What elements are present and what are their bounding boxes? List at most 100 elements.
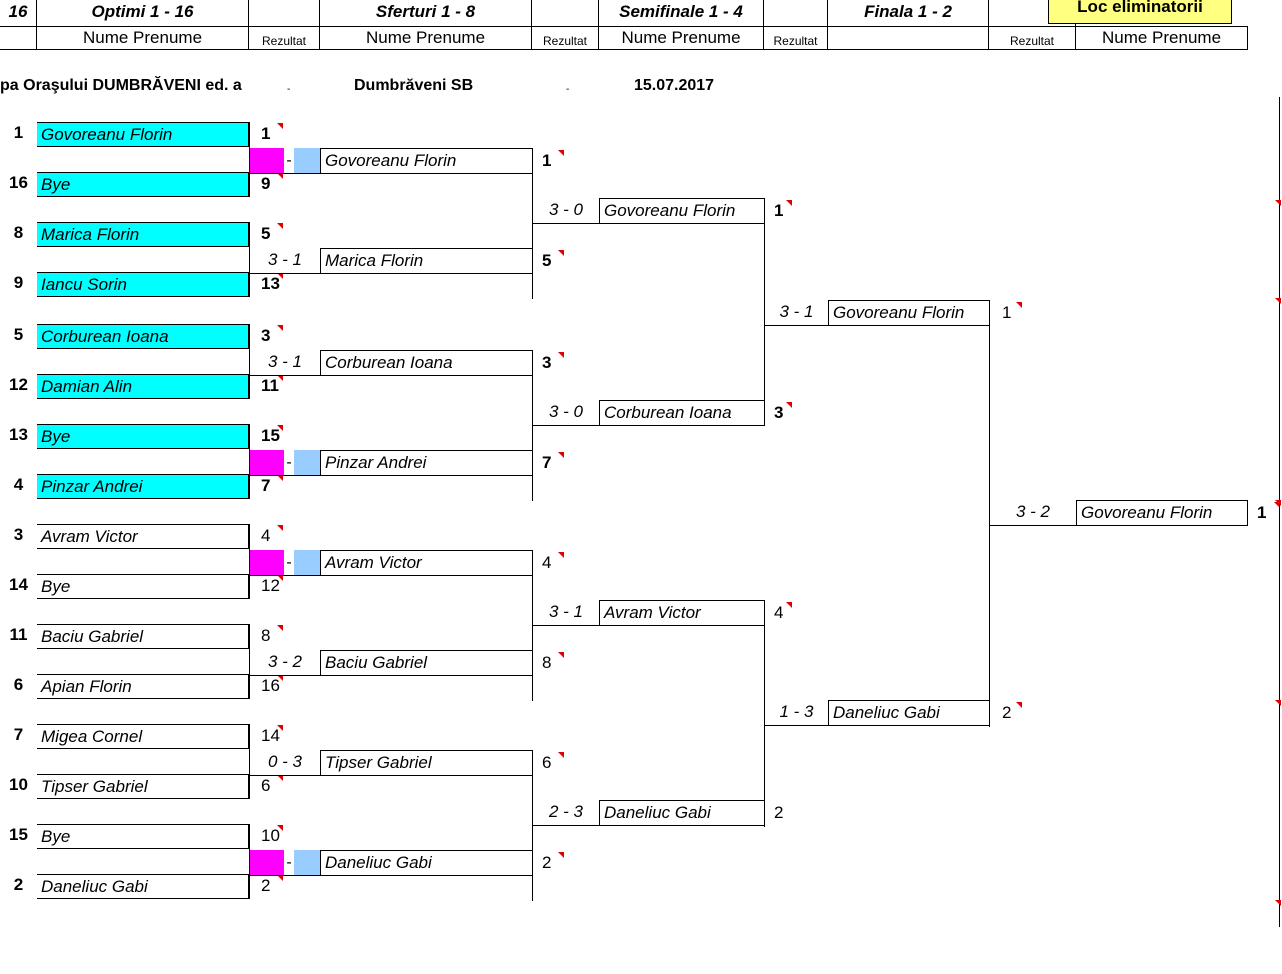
bracket-line xyxy=(989,325,990,727)
comment-marker-icon[interactable] xyxy=(277,525,283,531)
comment-marker-icon[interactable] xyxy=(277,223,283,229)
match-score[interactable]: 3 - 1 xyxy=(548,602,584,621)
comment-marker-icon[interactable] xyxy=(558,552,564,558)
player-name-cell[interactable]: Daneliuc Gabi xyxy=(37,874,249,899)
winner-name[interactable]: Govoreanu Florin xyxy=(325,151,457,170)
bracket-line xyxy=(533,825,599,826)
comment-marker-icon[interactable] xyxy=(558,852,564,858)
comment-marker-icon[interactable] xyxy=(277,775,283,781)
comment-marker-icon[interactable] xyxy=(1275,200,1281,206)
seed-number: 6 xyxy=(13,675,24,694)
player-name-cell[interactable]: Iancu Sorin xyxy=(37,272,249,297)
winner-name[interactable]: Corburean Ioana xyxy=(325,353,453,372)
draw-number: 1 xyxy=(261,124,271,143)
comment-marker-icon[interactable] xyxy=(277,675,283,681)
player-name-cell[interactable]: Govoreanu Florin xyxy=(37,122,249,147)
winner-name[interactable]: Daneliuc Gabi xyxy=(833,703,940,722)
player-name-cell[interactable]: Bye xyxy=(37,824,249,849)
bye-dash: - xyxy=(286,854,292,871)
winner-name[interactable]: Govoreanu Florin xyxy=(604,201,736,220)
comment-marker-icon[interactable] xyxy=(277,575,283,581)
comment-marker-icon[interactable] xyxy=(558,652,564,658)
match-box xyxy=(599,600,765,626)
bracket-line xyxy=(249,824,250,899)
winner-name[interactable]: Govoreanu Florin xyxy=(833,303,965,322)
match-score[interactable]: 3 - 2 xyxy=(267,652,303,671)
bracket-line xyxy=(250,375,320,376)
comment-marker-icon[interactable] xyxy=(558,250,564,256)
winner-name[interactable]: Marica Florin xyxy=(325,251,424,270)
bracket-line xyxy=(765,725,828,726)
match-score[interactable]: 3 - 1 xyxy=(267,352,303,371)
event-location: Dumbrăveni SB xyxy=(354,77,474,94)
comment-marker-icon[interactable] xyxy=(786,200,792,206)
player-name-cell[interactable]: Avram Victor xyxy=(37,524,249,549)
draw-number: 4 xyxy=(774,603,784,622)
winner-name[interactable]: Avram Victor xyxy=(604,603,701,622)
winner-name[interactable]: Pinzar Andrei xyxy=(325,453,427,472)
comment-marker-icon[interactable] xyxy=(786,602,792,608)
comment-marker-icon[interactable] xyxy=(277,825,283,831)
comment-marker-icon[interactable] xyxy=(1275,900,1281,906)
comment-marker-icon[interactable] xyxy=(277,123,283,129)
comment-marker-icon[interactable] xyxy=(558,150,564,156)
winner-name[interactable]: Daneliuc Gabi xyxy=(604,803,711,822)
comment-marker-icon[interactable] xyxy=(558,752,564,758)
match-score[interactable]: 0 - 3 xyxy=(267,752,303,771)
player-name-cell[interactable]: Baciu Gabriel xyxy=(37,624,249,649)
separator: - xyxy=(287,84,291,95)
bracket-line xyxy=(250,775,320,776)
winner-name[interactable]: Tipser Gabriel xyxy=(325,753,432,772)
player-name-cell[interactable]: Marica Florin xyxy=(37,222,249,247)
match-score[interactable]: 3 - 0 xyxy=(548,402,584,421)
comment-marker-icon[interactable] xyxy=(277,425,283,431)
header-cell xyxy=(532,0,599,26)
draw-number: 12 xyxy=(261,576,280,595)
comment-marker-icon[interactable] xyxy=(1275,500,1281,506)
champion-name[interactable]: Govoreanu Florin xyxy=(1081,503,1213,522)
draw-number: 2 xyxy=(542,853,552,872)
match-score[interactable]: 3 - 1 xyxy=(267,250,303,269)
player-name-cell[interactable]: Corburean Ioana xyxy=(37,324,249,349)
bracket-line xyxy=(249,222,250,297)
comment-marker-icon[interactable] xyxy=(277,375,283,381)
comment-marker-icon[interactable] xyxy=(558,452,564,458)
winner-name[interactable]: Avram Victor xyxy=(325,553,422,572)
match-score[interactable]: 1 - 3 xyxy=(779,702,814,721)
round-of-16-header: Optimi 1 - 16 xyxy=(37,0,249,26)
player-name-cell[interactable]: Apian Florin xyxy=(37,674,249,699)
comment-marker-icon[interactable] xyxy=(277,725,283,731)
comment-marker-icon[interactable] xyxy=(1016,702,1022,708)
loc-eliminatorii-button[interactable]: Loc eliminatorii xyxy=(1048,0,1232,24)
player-name-cell[interactable]: Bye xyxy=(37,574,249,599)
comment-marker-icon[interactable] xyxy=(277,173,283,179)
comment-marker-icon[interactable] xyxy=(1275,298,1281,304)
match-score[interactable]: 2 - 3 xyxy=(548,802,584,821)
winner-name[interactable]: Daneliuc Gabi xyxy=(325,853,432,872)
comment-marker-icon[interactable] xyxy=(1275,700,1281,706)
comment-marker-icon[interactable] xyxy=(277,325,283,331)
final-score[interactable]: 3 - 2 xyxy=(1015,502,1051,521)
comment-marker-icon[interactable] xyxy=(558,352,564,358)
player-name-cell[interactable]: Tipser Gabriel xyxy=(37,774,249,799)
winner-name[interactable]: Baciu Gabriel xyxy=(325,653,428,672)
comment-marker-icon[interactable] xyxy=(277,875,283,881)
player-name-cell[interactable]: Damian Alin xyxy=(37,374,249,399)
draw-number: 3 xyxy=(542,353,552,372)
comment-marker-icon[interactable] xyxy=(1016,302,1022,308)
match-score[interactable]: 3 - 0 xyxy=(548,200,584,219)
comment-marker-icon[interactable] xyxy=(277,625,283,631)
comment-marker-icon[interactable] xyxy=(277,273,283,279)
bracket-line xyxy=(764,223,765,425)
winner-name[interactable]: Corburean Ioana xyxy=(604,403,732,422)
comment-marker-icon[interactable] xyxy=(786,402,792,408)
comment-marker-icon[interactable] xyxy=(277,475,283,481)
result-column-header: Rezultat xyxy=(532,27,599,49)
player-name-cell[interactable]: Migea Cornel xyxy=(37,724,249,749)
seed-number: 10 xyxy=(9,775,28,794)
player-name-cell[interactable]: Bye xyxy=(37,424,249,449)
bye-marker xyxy=(250,850,284,875)
player-name-cell[interactable]: Pinzar Andrei xyxy=(37,474,249,499)
player-name-cell[interactable]: Bye xyxy=(37,172,249,197)
match-score[interactable]: 3 - 1 xyxy=(779,302,814,321)
